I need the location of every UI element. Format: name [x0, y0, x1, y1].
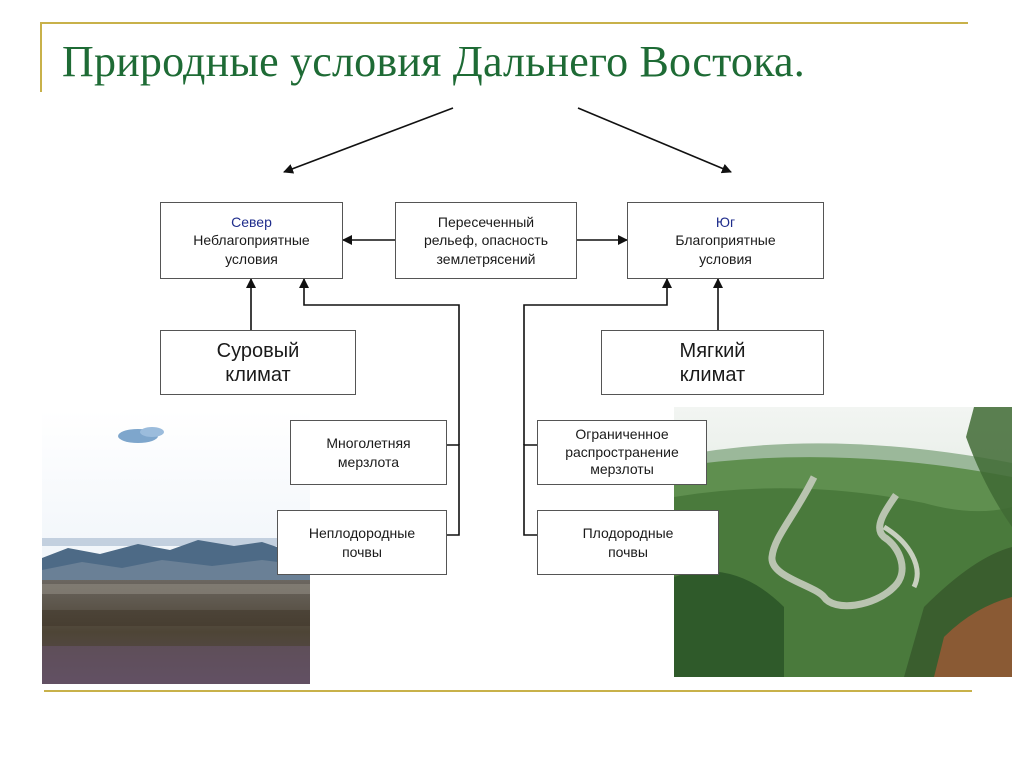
harsh-climate-line1: Суровый [216, 339, 300, 362]
north-line2: условия [225, 250, 278, 267]
harsh-climate-line2: климат [225, 363, 291, 386]
south-line2: условия [699, 250, 752, 267]
fertile-soils-line2: почвы [608, 543, 648, 560]
limited-permafrost-line2: распространение [565, 443, 679, 460]
north-line1: Неблагоприятные [193, 232, 310, 249]
mild-climate-line1: Мягкий [679, 339, 746, 362]
permafrost-line1: Многолетняя [326, 435, 411, 452]
tundra-illustration [42, 410, 310, 684]
north-tundra-photo [42, 410, 310, 684]
north-conditions-box: Север Неблагоприятные условия [160, 202, 343, 279]
limited-permafrost-line1: Ограниченное [575, 426, 669, 443]
south-valley-photo [674, 407, 1012, 677]
center-relief-box: Пересеченный рельеф, опасность землетряс… [395, 202, 577, 279]
south-line1: Благоприятные [675, 232, 776, 249]
fertile-soils-box: Плодородные почвы [537, 510, 719, 575]
infertile-soils-line1: Неплодородные [308, 525, 416, 542]
decor-vertical-line [40, 22, 42, 92]
harsh-climate-box: Суровый климат [160, 330, 356, 395]
decor-top-line [40, 22, 968, 24]
permafrost-box: Многолетняя мерзлота [290, 420, 447, 485]
infertile-soils-line2: почвы [342, 543, 382, 560]
fertile-soils-line1: Плодородные [582, 525, 674, 542]
slide-title: Природные условия Дальнего Востока. [62, 37, 805, 86]
center-line3: землетрясений [436, 250, 536, 267]
limited-permafrost-line3: мерзлоты [590, 461, 654, 478]
mild-climate-box: Мягкий климат [601, 330, 824, 395]
south-conditions-box: Юг Благоприятные условия [627, 202, 824, 279]
arrow-title-to-north [283, 107, 454, 174]
limited-permafrost-box: Ограниченное распространение мерзлоты [537, 420, 707, 485]
arrow-north-soils-to-north [299, 278, 460, 445]
arrow-title-to-south [577, 107, 732, 174]
valley-illustration [674, 407, 1012, 677]
center-line1: Пересеченный [437, 214, 535, 231]
bracket-south-soils [523, 444, 537, 536]
arrow-south-soils-to-south [523, 278, 672, 445]
decor-bottom-line [44, 690, 972, 692]
mild-climate-line2: климат [679, 363, 746, 386]
center-line2: рельеф, опасность [423, 232, 549, 249]
north-heading: Север [231, 214, 272, 231]
infertile-soils-box: Неплодородные почвы [277, 510, 447, 575]
bracket-north-soils [447, 444, 460, 536]
south-heading: Юг [715, 214, 736, 231]
permafrost-line2: мерзлота [337, 453, 400, 470]
